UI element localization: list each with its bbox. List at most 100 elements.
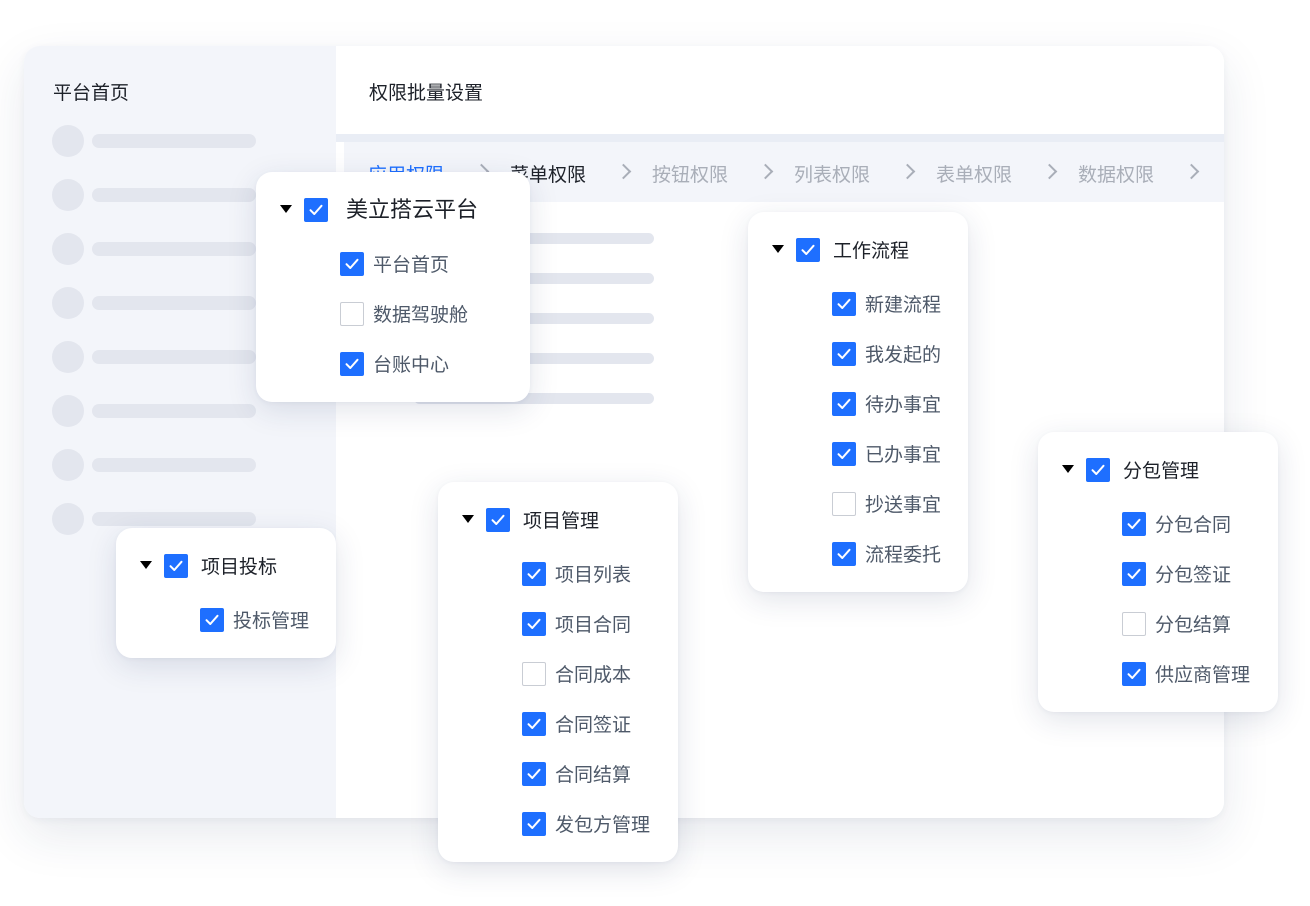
sidebar-skeleton-item — [52, 233, 262, 265]
checkbox-checked[interactable] — [522, 762, 546, 786]
tree-child-row[interactable]: 合同签证 — [438, 712, 678, 738]
tree-parent-row[interactable]: 项目投标 — [116, 554, 336, 580]
crumb-data-permission[interactable]: 数据权限 — [1078, 164, 1155, 186]
skeleton-bar — [92, 188, 256, 202]
crumb-button-permission[interactable]: 按钮权限 — [652, 164, 729, 186]
tree-child-row[interactable]: 抄送事宜 — [748, 492, 968, 518]
tree-child-label: 抄送事宜 — [865, 494, 942, 516]
checkbox-checked[interactable] — [486, 508, 510, 532]
checkbox-checked[interactable] — [1086, 458, 1110, 482]
caret-down-icon[interactable] — [1062, 465, 1074, 473]
header-divider — [336, 134, 1224, 142]
tree-child-label: 投标管理 — [233, 610, 310, 632]
checkbox-checked[interactable] — [164, 554, 188, 578]
checkbox-checked[interactable] — [832, 342, 856, 366]
content-skeleton-line — [414, 353, 654, 364]
tree-child-row[interactable]: 投标管理 — [116, 608, 336, 634]
check-icon — [837, 298, 851, 309]
card-subcontract: 分包管理分包合同分包签证分包结算供应商管理 — [1038, 432, 1278, 712]
checkbox-checked[interactable] — [832, 542, 856, 566]
check-icon — [527, 568, 541, 579]
tree-child-row[interactable]: 待办事宜 — [748, 392, 968, 418]
sidebar-skeleton-item — [52, 125, 262, 157]
tree-parent-label: 项目管理 — [523, 510, 600, 532]
tree-child-row[interactable]: 分包合同 — [1038, 512, 1278, 538]
tree-child-row[interactable]: 合同结算 — [438, 762, 678, 788]
check-icon — [1091, 464, 1105, 475]
card-bidding: 项目投标投标管理 — [116, 528, 336, 658]
check-icon — [169, 560, 183, 571]
checkbox-unchecked[interactable] — [832, 492, 856, 516]
chevron-right-icon — [899, 163, 916, 180]
content-skeleton-line — [414, 313, 654, 324]
tree-child-row[interactable]: 发包方管理 — [438, 812, 678, 838]
crumb-form-permission[interactable]: 表单权限 — [936, 164, 1013, 186]
tree-parent-label: 美立搭云平台 — [346, 198, 479, 223]
tree-parent-label: 分包管理 — [1123, 460, 1200, 482]
checkbox-checked[interactable] — [522, 612, 546, 636]
tree-parent-row[interactable]: 分包管理 — [1038, 458, 1278, 484]
checkbox-checked[interactable] — [522, 812, 546, 836]
chevron-right-icon — [1183, 163, 1200, 180]
tree-child-label: 流程委托 — [865, 544, 942, 566]
tree-child-row[interactable]: 流程委托 — [748, 542, 968, 568]
checkbox-checked[interactable] — [832, 442, 856, 466]
sidebar-title[interactable]: 平台首页 — [53, 82, 130, 104]
tree-child-row[interactable]: 合同成本 — [438, 662, 678, 688]
checkbox-unchecked[interactable] — [522, 662, 546, 686]
page-title: 权限批量设置 — [369, 82, 484, 104]
check-icon — [837, 398, 851, 409]
tree-parent-row[interactable]: 美立搭云平台 — [256, 198, 530, 224]
checkbox-checked[interactable] — [304, 198, 328, 222]
check-icon — [801, 244, 815, 255]
caret-down-icon[interactable] — [280, 205, 292, 213]
checkbox-checked[interactable] — [522, 712, 546, 736]
tree-child-row[interactable]: 分包结算 — [1038, 612, 1278, 638]
caret-down-icon[interactable] — [462, 515, 474, 523]
tree-child-row[interactable]: 已办事宜 — [748, 442, 968, 468]
check-icon — [527, 618, 541, 629]
tree-child-row[interactable]: 平台首页 — [256, 252, 530, 278]
crumb-menu-permission[interactable]: 菜单权限 — [510, 164, 587, 186]
checkbox-checked[interactable] — [1122, 562, 1146, 586]
checkbox-checked[interactable] — [522, 562, 546, 586]
skeleton-avatar — [52, 233, 84, 265]
check-icon — [345, 258, 359, 269]
skeleton-bar — [92, 296, 256, 310]
content-skeleton-line — [414, 273, 654, 284]
checkbox-checked[interactable] — [340, 252, 364, 276]
tree-child-label: 发包方管理 — [555, 814, 651, 836]
tree-child-row[interactable]: 台账中心 — [256, 352, 530, 378]
checkbox-unchecked[interactable] — [340, 302, 364, 326]
tree-child-label: 平台首页 — [373, 254, 450, 276]
caret-down-icon[interactable] — [140, 561, 152, 569]
checkbox-checked[interactable] — [832, 392, 856, 416]
caret-down-icon[interactable] — [772, 245, 784, 253]
tree-parent-label: 工作流程 — [833, 240, 910, 262]
tree-child-row[interactable]: 供应商管理 — [1038, 662, 1278, 688]
tree-child-row[interactable]: 数据驾驶舱 — [256, 302, 530, 328]
checkbox-checked[interactable] — [796, 238, 820, 262]
tree-child-label: 待办事宜 — [865, 394, 942, 416]
chevron-right-icon — [1041, 163, 1058, 180]
checkbox-checked[interactable] — [1122, 512, 1146, 536]
tree-child-row[interactable]: 项目列表 — [438, 562, 678, 588]
tree-parent-row[interactable]: 工作流程 — [748, 238, 968, 264]
chevron-right-icon — [615, 163, 632, 180]
tree-child-row[interactable]: 新建流程 — [748, 292, 968, 318]
card-platform: 美立搭云平台平台首页数据驾驶舱台账中心 — [256, 172, 530, 402]
checkbox-checked[interactable] — [1122, 662, 1146, 686]
checkbox-checked[interactable] — [340, 352, 364, 376]
skeleton-avatar — [52, 287, 84, 319]
tree-child-label: 已办事宜 — [865, 444, 942, 466]
crumb-list-permission[interactable]: 列表权限 — [794, 164, 871, 186]
checkbox-unchecked[interactable] — [1122, 612, 1146, 636]
tree-child-row[interactable]: 分包签证 — [1038, 562, 1278, 588]
tree-child-row[interactable]: 我发起的 — [748, 342, 968, 368]
tree-child-row[interactable]: 项目合同 — [438, 612, 678, 638]
checkbox-checked[interactable] — [832, 292, 856, 316]
tree-parent-row[interactable]: 项目管理 — [438, 508, 678, 534]
checkbox-checked[interactable] — [200, 608, 224, 632]
page-header: 权限批量设置 — [336, 46, 1224, 134]
tree-child-label: 分包合同 — [1155, 514, 1232, 536]
